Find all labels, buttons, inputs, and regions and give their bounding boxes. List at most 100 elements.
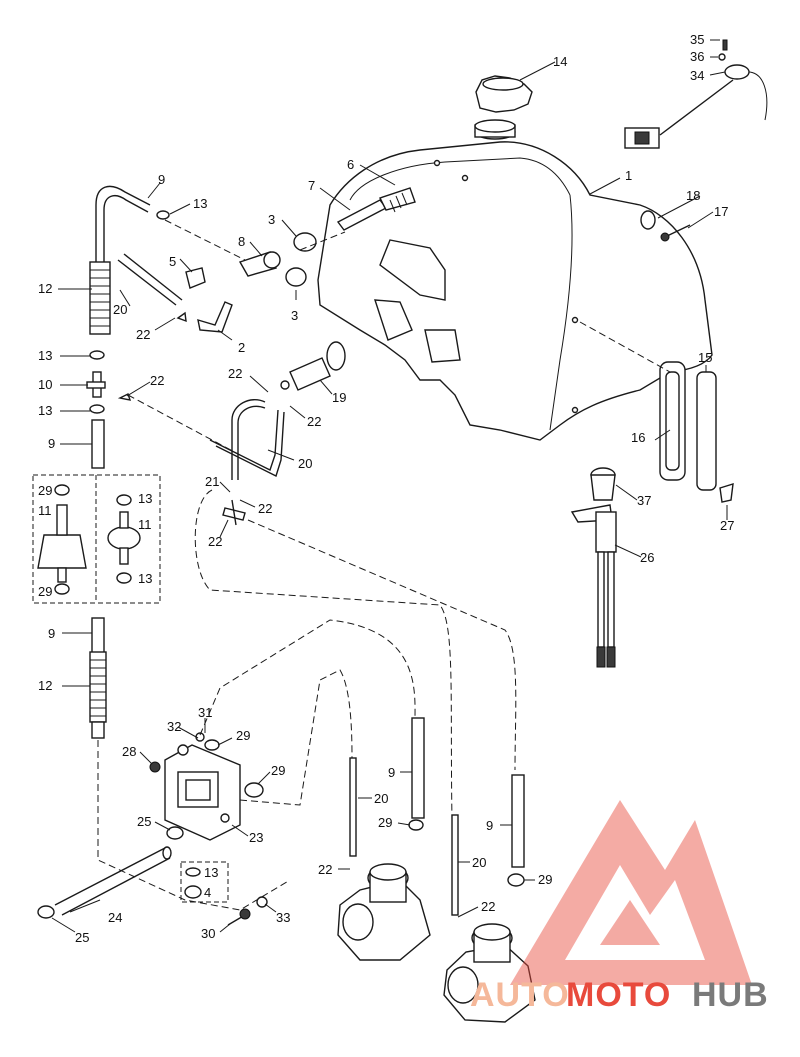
label-27 [719,483,734,503]
callout-29: 29 [271,763,285,778]
callout-29: 29 [38,584,52,599]
callout-26: 26 [640,550,654,565]
tank-strap-15-16 [659,361,717,491]
callout-24: 24 [108,910,122,925]
callout-13: 13 [38,348,52,363]
breather-tube-20 [117,253,183,306]
callout-37: 37 [637,493,651,508]
grommet-3 [285,232,317,287]
carburetor-1 [337,863,431,961]
bolt-30-washer-33 [227,896,268,926]
callout-11: 11 [38,503,52,518]
watermark-text: AUTO MOTO HUB [470,976,769,1014]
hose-24 [37,826,184,919]
callout-labels: 1 2 3 3 4 5 6 7 8 9 9 9 9 9 10 11 11 12 … [38,32,734,945]
vent-hose-12-upper [89,185,151,335]
callout-7: 7 [308,178,315,193]
mounting-bolt [640,210,691,242]
primer-19 [280,341,346,391]
fuel-tank-cap [475,75,533,113]
clamp-group-13-4 [180,861,229,903]
callout-22: 22 [228,366,242,381]
callout-14: 14 [553,54,567,69]
callout-19: 19 [332,390,346,405]
callout-29: 29 [236,728,250,743]
watermark-logo [510,800,752,985]
callout-13: 13 [204,865,218,880]
callout-9: 9 [158,172,165,187]
callout-1: 1 [625,168,632,183]
fuel-tank [317,141,713,441]
fuel-pump-23 [164,744,264,841]
callout-18: 18 [686,188,700,203]
clamp-13-upper [89,210,170,414]
callout-13: 13 [38,403,52,418]
callout-22: 22 [258,501,272,516]
leader-lines [51,39,728,933]
callout-22: 22 [136,327,150,342]
callout-22: 22 [318,862,332,877]
callout-33: 33 [276,910,290,925]
callout-20: 20 [374,791,388,806]
watermark-triangle-inner [565,865,705,960]
callout-6: 6 [347,157,354,172]
callout-22: 22 [481,899,495,914]
callout-20: 20 [113,302,127,317]
callout-2: 2 [238,340,245,355]
callout-13: 13 [138,491,152,506]
callout-29: 29 [38,483,52,498]
callout-31: 31 [198,705,212,720]
callout-28: 28 [122,744,136,759]
callout-30: 30 [201,926,215,941]
fuel-filter-group [32,474,161,604]
callout-5: 5 [169,254,176,269]
callout-10: 10 [38,377,52,392]
callout-9: 9 [486,818,493,833]
callout-12: 12 [38,678,52,693]
t-fitting-10 [86,371,106,398]
callout-29: 29 [538,872,552,887]
callout-15: 15 [698,350,712,365]
callout-12: 12 [38,281,52,296]
callout-11: 11 [138,517,152,532]
callout-20: 20 [298,456,312,471]
callout-21: 21 [205,474,219,489]
fuel-level-sensor-26 [570,467,617,668]
t-connector-21 [222,499,246,526]
callout-23: 23 [249,830,263,845]
carburetor-2 [443,923,536,1023]
callout-13: 13 [138,571,152,586]
callout-22: 22 [208,534,222,549]
carb-fuel-lines [349,717,525,916]
hose-9-upper [91,419,105,469]
filler-neck [474,119,516,140]
callout-22: 22 [150,373,164,388]
small-parts-28-31-32 [149,732,220,773]
callout-20: 20 [472,855,486,870]
callout-13: 13 [193,196,207,211]
hose-9-12-lower [89,617,107,739]
watermark-text-hub: HUB [692,976,769,1014]
callout-16: 16 [631,430,645,445]
callout-29: 29 [378,815,392,830]
callout-25: 25 [137,814,151,829]
callout-9: 9 [48,626,55,641]
watermark-text-auto: AUTO [470,976,570,1014]
callout-32: 32 [167,719,181,734]
watermark-text-moto: MOTO [566,976,671,1014]
callout-9: 9 [388,765,395,780]
tube-20-mid [209,399,285,480]
callout-3: 3 [291,308,298,323]
fuel-pickup-7-6 [336,187,416,231]
callout-25: 25 [75,930,89,945]
clip-5 [185,267,206,289]
callout-36: 36 [690,49,704,64]
callout-9: 9 [48,436,55,451]
fuel-gauge-sender [624,39,768,149]
callout-4: 4 [204,885,211,900]
callout-27: 27 [720,518,734,533]
guide-line-right [579,321,671,373]
fuel-fitting-8 [238,251,281,277]
callout-22: 22 [307,414,321,429]
